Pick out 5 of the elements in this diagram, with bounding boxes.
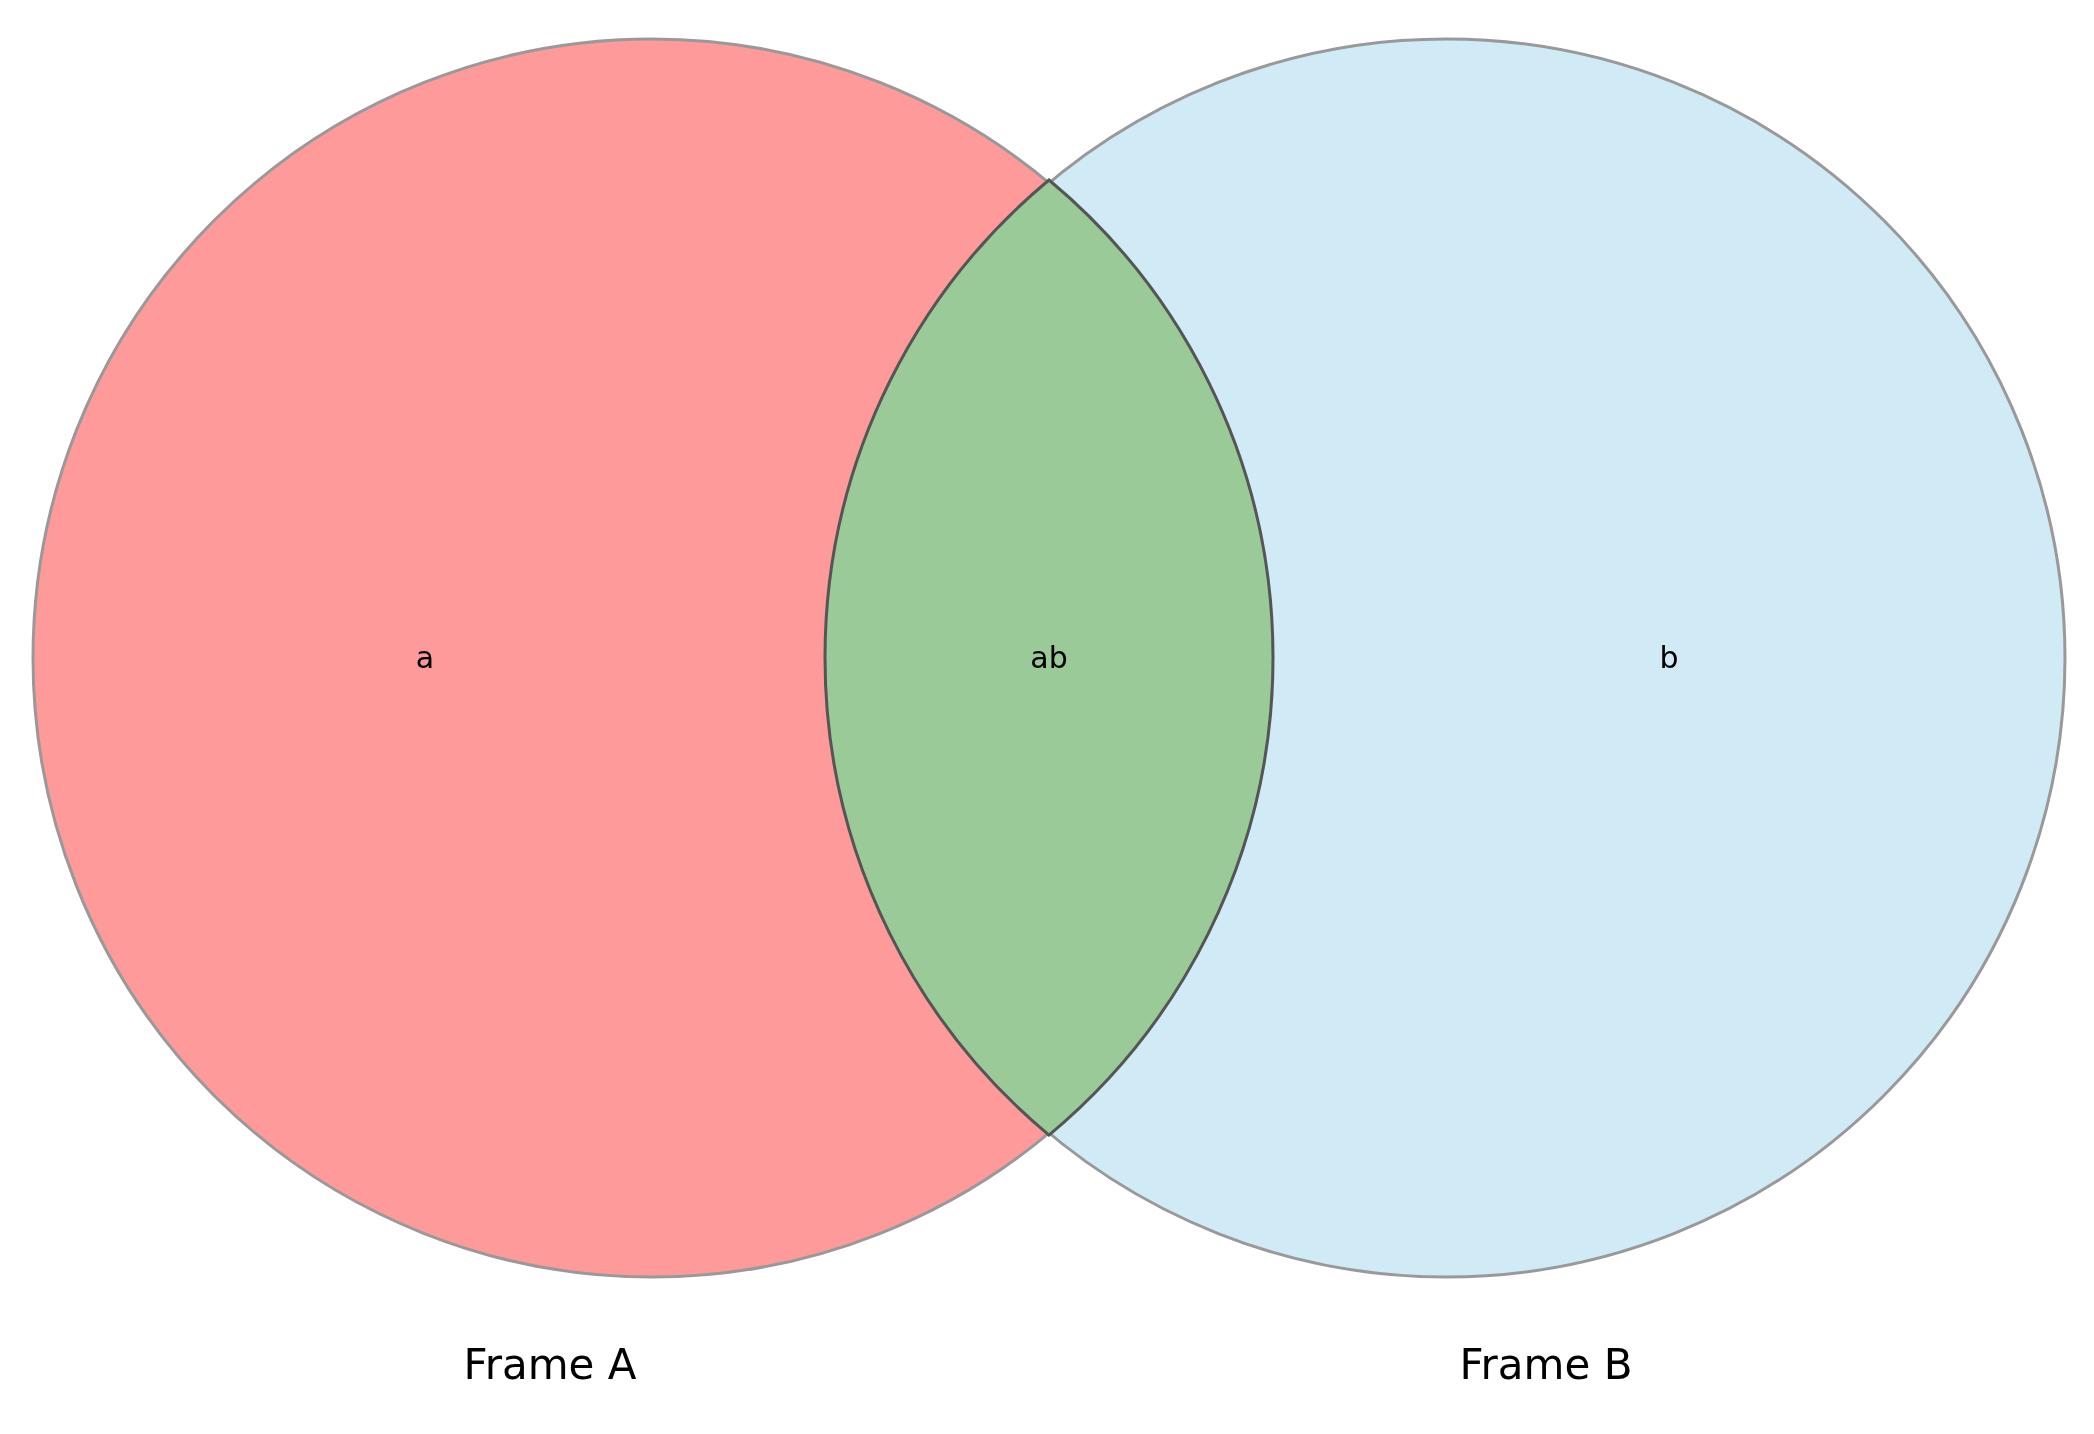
region-label: ab [1030,643,1068,673]
set-label: Frame A [463,1344,637,1386]
set-label: Frame B [1459,1344,1633,1386]
region-label: b [1659,643,1679,673]
region-label: a [415,643,435,673]
